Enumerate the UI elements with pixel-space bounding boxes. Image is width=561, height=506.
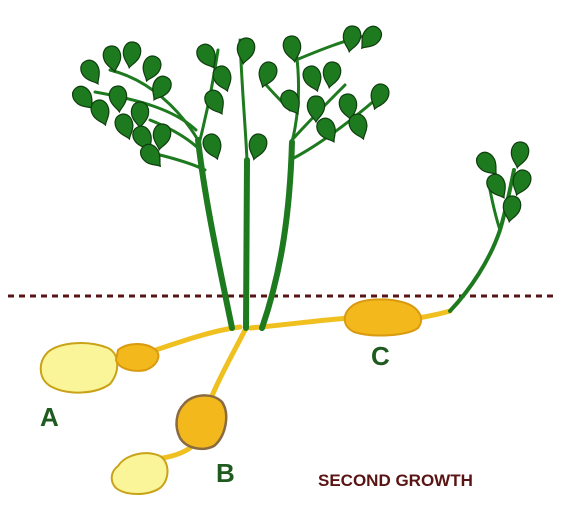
label-a: A bbox=[40, 404, 59, 430]
leaf bbox=[246, 132, 269, 162]
stolon-b bbox=[212, 330, 245, 396]
stem-right bbox=[262, 142, 292, 328]
leaves bbox=[69, 23, 534, 223]
leaf bbox=[300, 64, 325, 94]
leaf bbox=[366, 82, 391, 112]
tuber-c-new bbox=[345, 299, 421, 335]
leaf bbox=[131, 102, 148, 128]
stolon-a bbox=[150, 327, 240, 352]
leaf bbox=[278, 87, 306, 118]
tuber-a-new bbox=[116, 344, 158, 371]
leaf bbox=[200, 132, 225, 162]
label-c: C bbox=[371, 343, 390, 369]
leaf bbox=[109, 85, 128, 112]
leaf bbox=[121, 41, 142, 70]
leaf bbox=[341, 25, 362, 54]
leaf bbox=[509, 141, 530, 170]
leaf bbox=[78, 57, 106, 88]
diagram-caption: SECOND GROWTH bbox=[318, 472, 473, 489]
leaf bbox=[102, 45, 123, 74]
tuber-b-old bbox=[112, 453, 168, 494]
stolon-c-right bbox=[418, 311, 450, 318]
tuber-a-old bbox=[41, 343, 118, 393]
tuber-b-new bbox=[177, 395, 227, 448]
leaf bbox=[321, 61, 342, 90]
leaf bbox=[307, 96, 324, 122]
stems bbox=[198, 140, 514, 328]
stem-middle bbox=[246, 160, 247, 328]
label-b: B bbox=[216, 460, 235, 486]
leaf bbox=[235, 37, 256, 66]
